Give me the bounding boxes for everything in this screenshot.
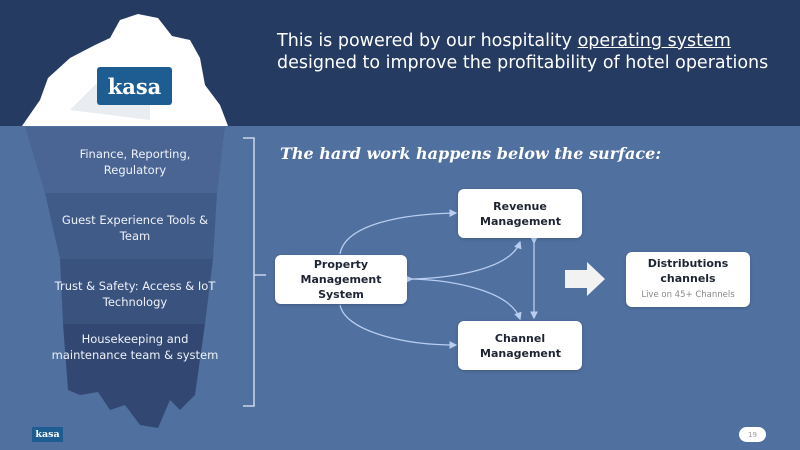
channel-label: Channel Management <box>480 331 561 360</box>
subtitle: The hard work happens below the surface: <box>280 144 662 163</box>
operating-system-link[interactable]: operating system <box>577 31 731 51</box>
iceberg-layer-1 <box>25 127 225 193</box>
pms-label: Property Management System <box>300 258 382 301</box>
kasa-logo-footer: kasa <box>32 427 63 442</box>
channel-management-box: Channel Management <box>458 321 582 370</box>
headline-text: This is powered by our hospitality <box>277 31 578 51</box>
revenue-label: Revenue Management <box>480 199 561 228</box>
revenue-management-box: Revenue Management <box>458 189 582 238</box>
layer-guest-experience: Guest Experience Tools & Team <box>61 213 209 243</box>
page-number: 19 <box>739 427 766 442</box>
iceberg-layer-3 <box>60 259 213 324</box>
iceberg-layer-4 <box>63 324 205 428</box>
bracket <box>243 137 266 407</box>
distribution-note: Live on 45+ Channels <box>641 290 735 300</box>
layer-housekeeping: Housekeeping and maintenance team & syst… <box>51 332 219 362</box>
pms-box: Property Management System <box>275 255 407 304</box>
layer-finance: Finance, Reporting, Regulatory <box>79 147 191 177</box>
iceberg-layer-2 <box>45 193 217 259</box>
layer-trust-safety: Trust & Safety: Access & IoT Technology <box>54 279 216 309</box>
headline: This is powered by our hospitality opera… <box>277 30 777 74</box>
right-arrow-icon <box>565 262 605 296</box>
headline-text-end: designed to improve the profitability of… <box>277 53 769 73</box>
kasa-logo: kasa <box>97 67 172 105</box>
distribution-label: Distributions channels <box>647 257 729 285</box>
